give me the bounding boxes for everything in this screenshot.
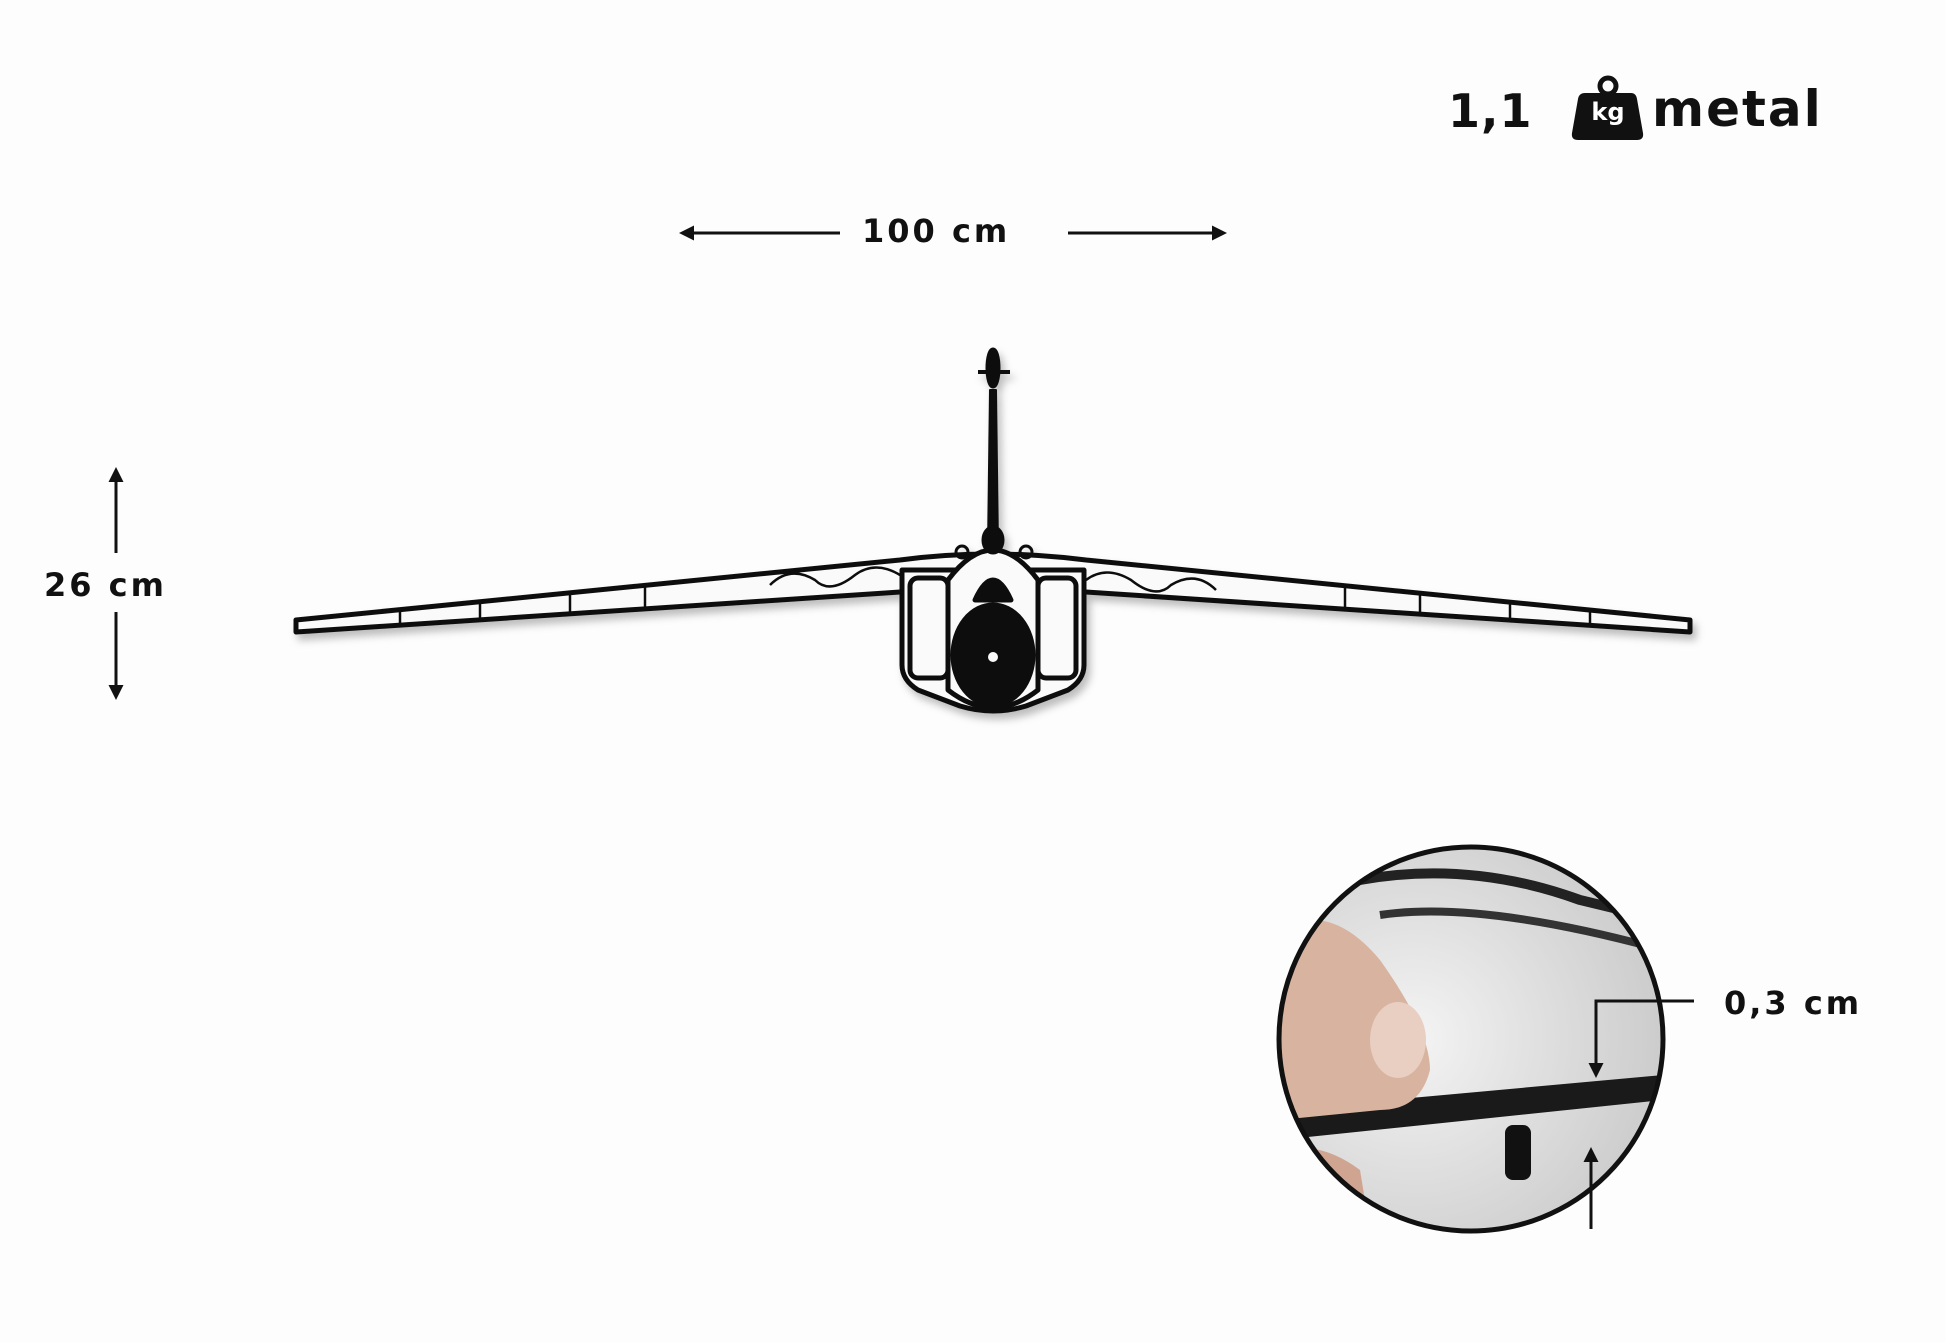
- material-label: metal: [1652, 80, 1823, 138]
- thickness-label: 0,3 cm: [1724, 984, 1863, 1022]
- airplane-silhouette: [293, 347, 1693, 714]
- thickness-detail-photo: [1276, 844, 1666, 1234]
- height-label: 26 cm: [44, 566, 167, 604]
- kg-label: kg: [1591, 98, 1625, 126]
- weight-value: 1,1: [1448, 84, 1533, 138]
- width-label: 100 cm: [862, 212, 1011, 250]
- kg-weight-icon: [1571, 75, 1644, 140]
- thickness-arrow: [1583, 999, 1694, 1229]
